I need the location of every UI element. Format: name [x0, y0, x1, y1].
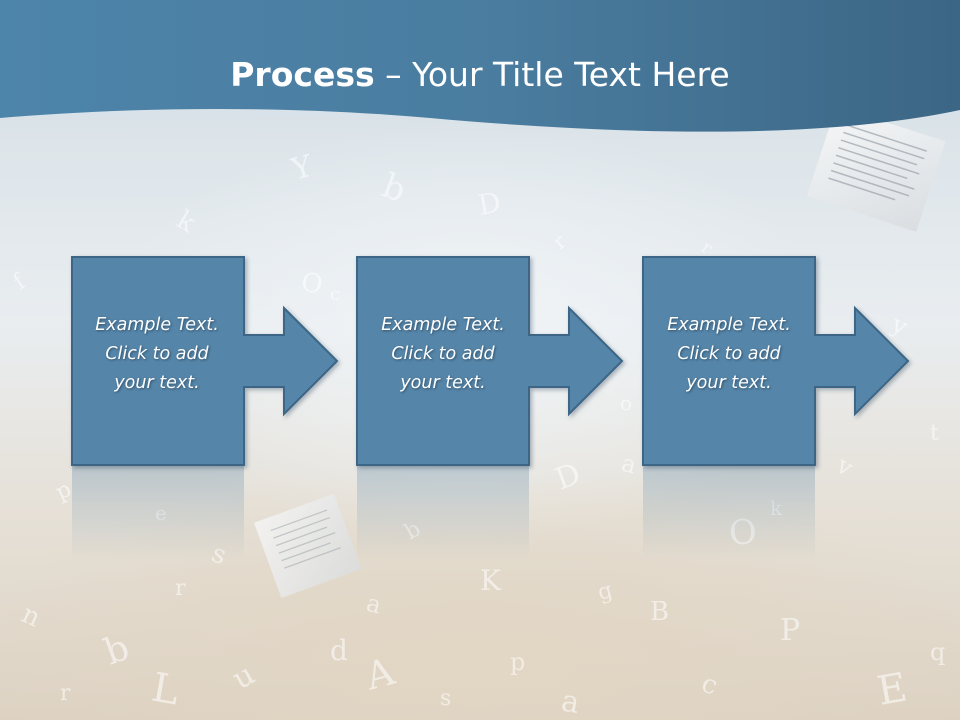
- step-1-line-1: Example Text.: [95, 315, 219, 335]
- svg-text:P: P: [780, 613, 800, 648]
- step-2-text[interactable]: Example Text. Click to add your text.: [355, 311, 531, 398]
- step-3-line-1: Example Text.: [667, 315, 791, 335]
- step-3-line-3: your text.: [686, 373, 772, 393]
- svg-text:s: s: [440, 686, 451, 711]
- svg-text:O: O: [299, 267, 325, 300]
- svg-text:q: q: [930, 638, 945, 666]
- svg-text:d: d: [330, 634, 348, 667]
- svg-text:r: r: [175, 576, 186, 601]
- process-step-3[interactable]: [642, 256, 910, 466]
- step-reflections: [72, 466, 815, 560]
- title-bold-word: Process: [230, 55, 375, 94]
- svg-text:B: B: [650, 597, 669, 627]
- step-1-line-2: Click to add: [105, 344, 209, 364]
- svg-text:a: a: [559, 683, 583, 720]
- title-banner: [0, 0, 960, 132]
- svg-text:a: a: [363, 589, 384, 620]
- step-2-line-2: Click to add: [391, 344, 495, 364]
- svg-text:K: K: [480, 564, 502, 597]
- svg-text:a: a: [618, 449, 639, 480]
- process-step-2[interactable]: [356, 256, 624, 466]
- svg-text:r: r: [60, 681, 71, 706]
- step-2-line-3: your text.: [400, 373, 486, 393]
- process-step-1[interactable]: [71, 256, 339, 466]
- svg-text:t: t: [930, 421, 939, 446]
- svg-text:c: c: [330, 284, 340, 305]
- svg-text:p: p: [510, 648, 525, 676]
- svg-text:o: o: [620, 391, 632, 415]
- svg-text:g: g: [595, 578, 615, 606]
- step-1-text[interactable]: Example Text. Click to add your text.: [69, 311, 245, 398]
- step-1-line-3: your text.: [114, 373, 200, 393]
- title-rest: – Your Title Text Here: [374, 55, 730, 94]
- slide-title[interactable]: Process – Your Title Text Here: [0, 53, 960, 97]
- step-3-line-2: Click to add: [677, 344, 781, 364]
- step-2-line-1: Example Text.: [381, 315, 505, 335]
- step-3-text[interactable]: Example Text. Click to add your text.: [641, 311, 817, 398]
